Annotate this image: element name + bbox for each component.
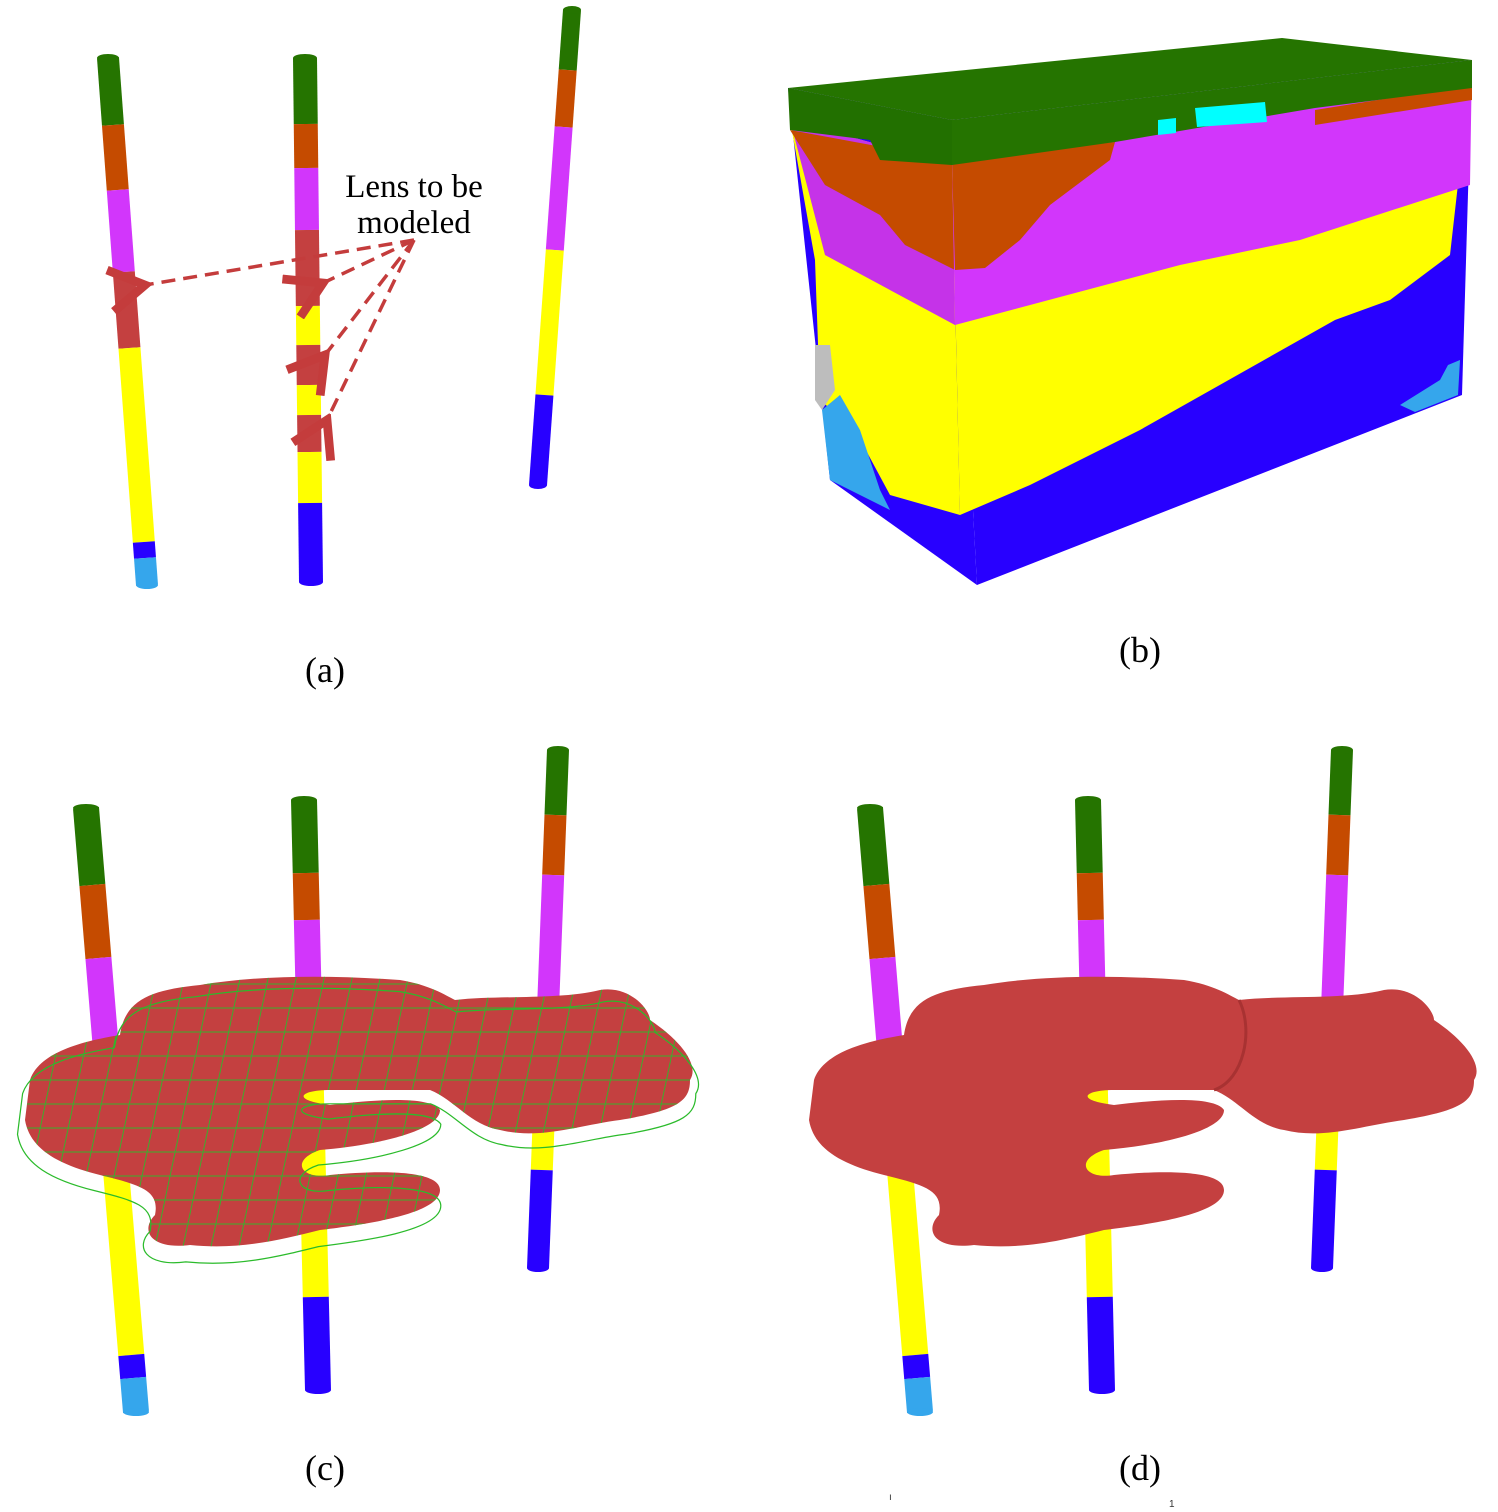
right-face-orange-sliver [1315,85,1472,125]
well-segment-orange [101,124,129,191]
well-2 [293,54,323,586]
well-bottom-cap [907,1408,933,1416]
arrow-3 [325,238,416,355]
well-segment-blue [132,541,156,559]
well-bottom-cap [305,1386,331,1394]
panel-c-lens-with-grid [16,746,700,1416]
well-bottom-cap [299,578,323,586]
well-segment-light_blue [904,1376,933,1414]
well-top-cap [563,6,581,14]
well-segment-magenta [294,167,319,231]
left-face-orange [790,130,955,270]
well-segment-green [544,749,569,816]
well-segment-orange [554,69,577,128]
panel-c-label: (c) [305,1448,345,1488]
well-segment-light_blue [134,557,158,586]
annotation-line-1: Lens to be [345,169,482,205]
lens-fold [1213,999,1248,1092]
well-segment-orange [542,814,567,876]
well-bottom-cap [529,481,547,489]
right-face-magenta [952,60,1472,325]
well-segment-orange [1076,872,1104,921]
annotation-arrows [145,238,416,420]
cyan-patch-2 [1195,102,1267,127]
well-top-cap [547,746,569,754]
well-segment-green [291,799,319,874]
panel-d-lens-surface [809,746,1477,1416]
top-face [788,38,1472,120]
panel-b-label: (b) [1119,630,1161,670]
well-segment-lens_red [294,229,320,307]
well-top-cap [1331,746,1353,754]
well-segment-green [1328,749,1353,816]
well-top-cap [293,54,317,62]
well-segment-orange [292,872,320,921]
well-segment-blue [118,1353,147,1380]
right-face-orange [952,142,1115,270]
well-segment-orange [1326,814,1351,876]
well-segment-green [73,806,106,887]
well-top-cap [291,796,317,804]
well-segment-green [1075,799,1103,874]
arrow-4 [327,239,416,420]
well-top-cap [73,804,99,812]
well-bottom-cap [1311,1264,1333,1272]
lens-annotation: Lens to be modeled [145,169,483,420]
well-segment-blue [902,1353,931,1380]
left-face-gray [815,345,835,410]
arrow-1 [145,238,415,285]
well-bottom-cap [1089,1386,1115,1394]
well-segment-yellow [535,249,564,396]
well-segment-orange [79,883,112,960]
well-segment-light_blue [120,1376,149,1414]
well-segment-blue [302,1296,331,1391]
well-1 [97,54,158,589]
well-segment-yellow [297,451,323,504]
well-segment-magenta [1321,874,1349,1001]
well-segment-green [558,9,581,71]
well-segment-magenta [537,874,565,1001]
wireframe-grid [25,976,693,1247]
well-segment-blue [1311,1169,1337,1269]
well-segment-lens_red [112,271,141,349]
well-segment-green [293,57,318,125]
well-segment-blue [298,502,323,583]
well-segment-orange [293,123,319,169]
well-segment-green [97,57,124,126]
panel-a-label: (a) [305,650,345,690]
annotation-line-2: modeled [357,205,471,241]
panel-a-wells [97,6,581,589]
panel-d-label: (d) [1119,1448,1161,1488]
lens-body [809,976,1477,1247]
well-segment-yellow [118,347,155,543]
well-top-cap [1075,796,1101,804]
well-segment-orange [863,883,896,960]
panel-content [809,746,1477,1416]
well-bottom-cap [123,1408,149,1416]
well-bottom-cap [136,581,158,589]
well-top-cap [857,804,883,812]
well-top-cap [97,54,119,62]
left-face-lightblue [822,395,890,510]
panel-b-block-model [788,38,1472,585]
stray-mark-left: ı [889,1492,892,1503]
well-3 [529,6,581,489]
well-segment-blue [1086,1296,1115,1391]
well-segment-green [857,806,890,887]
left-face-green [788,88,952,165]
well-1 [857,804,933,1416]
well-bottom-cap [527,1264,549,1272]
well-segment-magenta [545,126,573,251]
stray-mark-right: 1 [1169,1499,1175,1510]
well-segment-blue [529,394,554,486]
well-segment-blue [527,1169,553,1269]
cyan-patch-1 [1158,118,1176,135]
arrow-2 [323,238,415,283]
well-segment-magenta [106,189,135,273]
panel-content [16,746,700,1416]
right-face-lightblue [1400,360,1460,412]
